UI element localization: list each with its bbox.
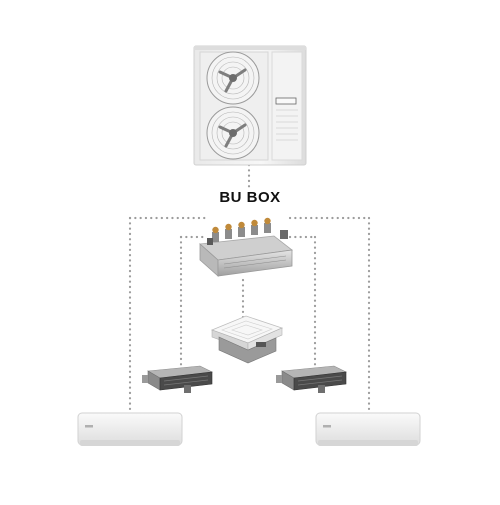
bu-box-label: BU BOX bbox=[219, 189, 281, 206]
fan-grille-bottom-icon bbox=[206, 106, 260, 160]
outdoor-unit bbox=[193, 45, 307, 166]
brand-plate-right bbox=[323, 425, 331, 428]
wall-mounted-unit-left bbox=[77, 412, 183, 446]
slim-duct-unit-left bbox=[142, 365, 214, 393]
valve-array-icon bbox=[207, 217, 288, 245]
wall-mounted-unit-right bbox=[315, 412, 421, 446]
four-way-cassette-unit bbox=[210, 315, 284, 364]
bu-box-unit bbox=[199, 217, 293, 277]
outdoor-unit-badge bbox=[275, 97, 297, 105]
slim-duct-unit-right bbox=[276, 365, 348, 393]
piping-lines bbox=[128, 163, 371, 415]
brand-plate-left bbox=[85, 425, 93, 428]
fan-grille-top-icon bbox=[206, 51, 260, 105]
